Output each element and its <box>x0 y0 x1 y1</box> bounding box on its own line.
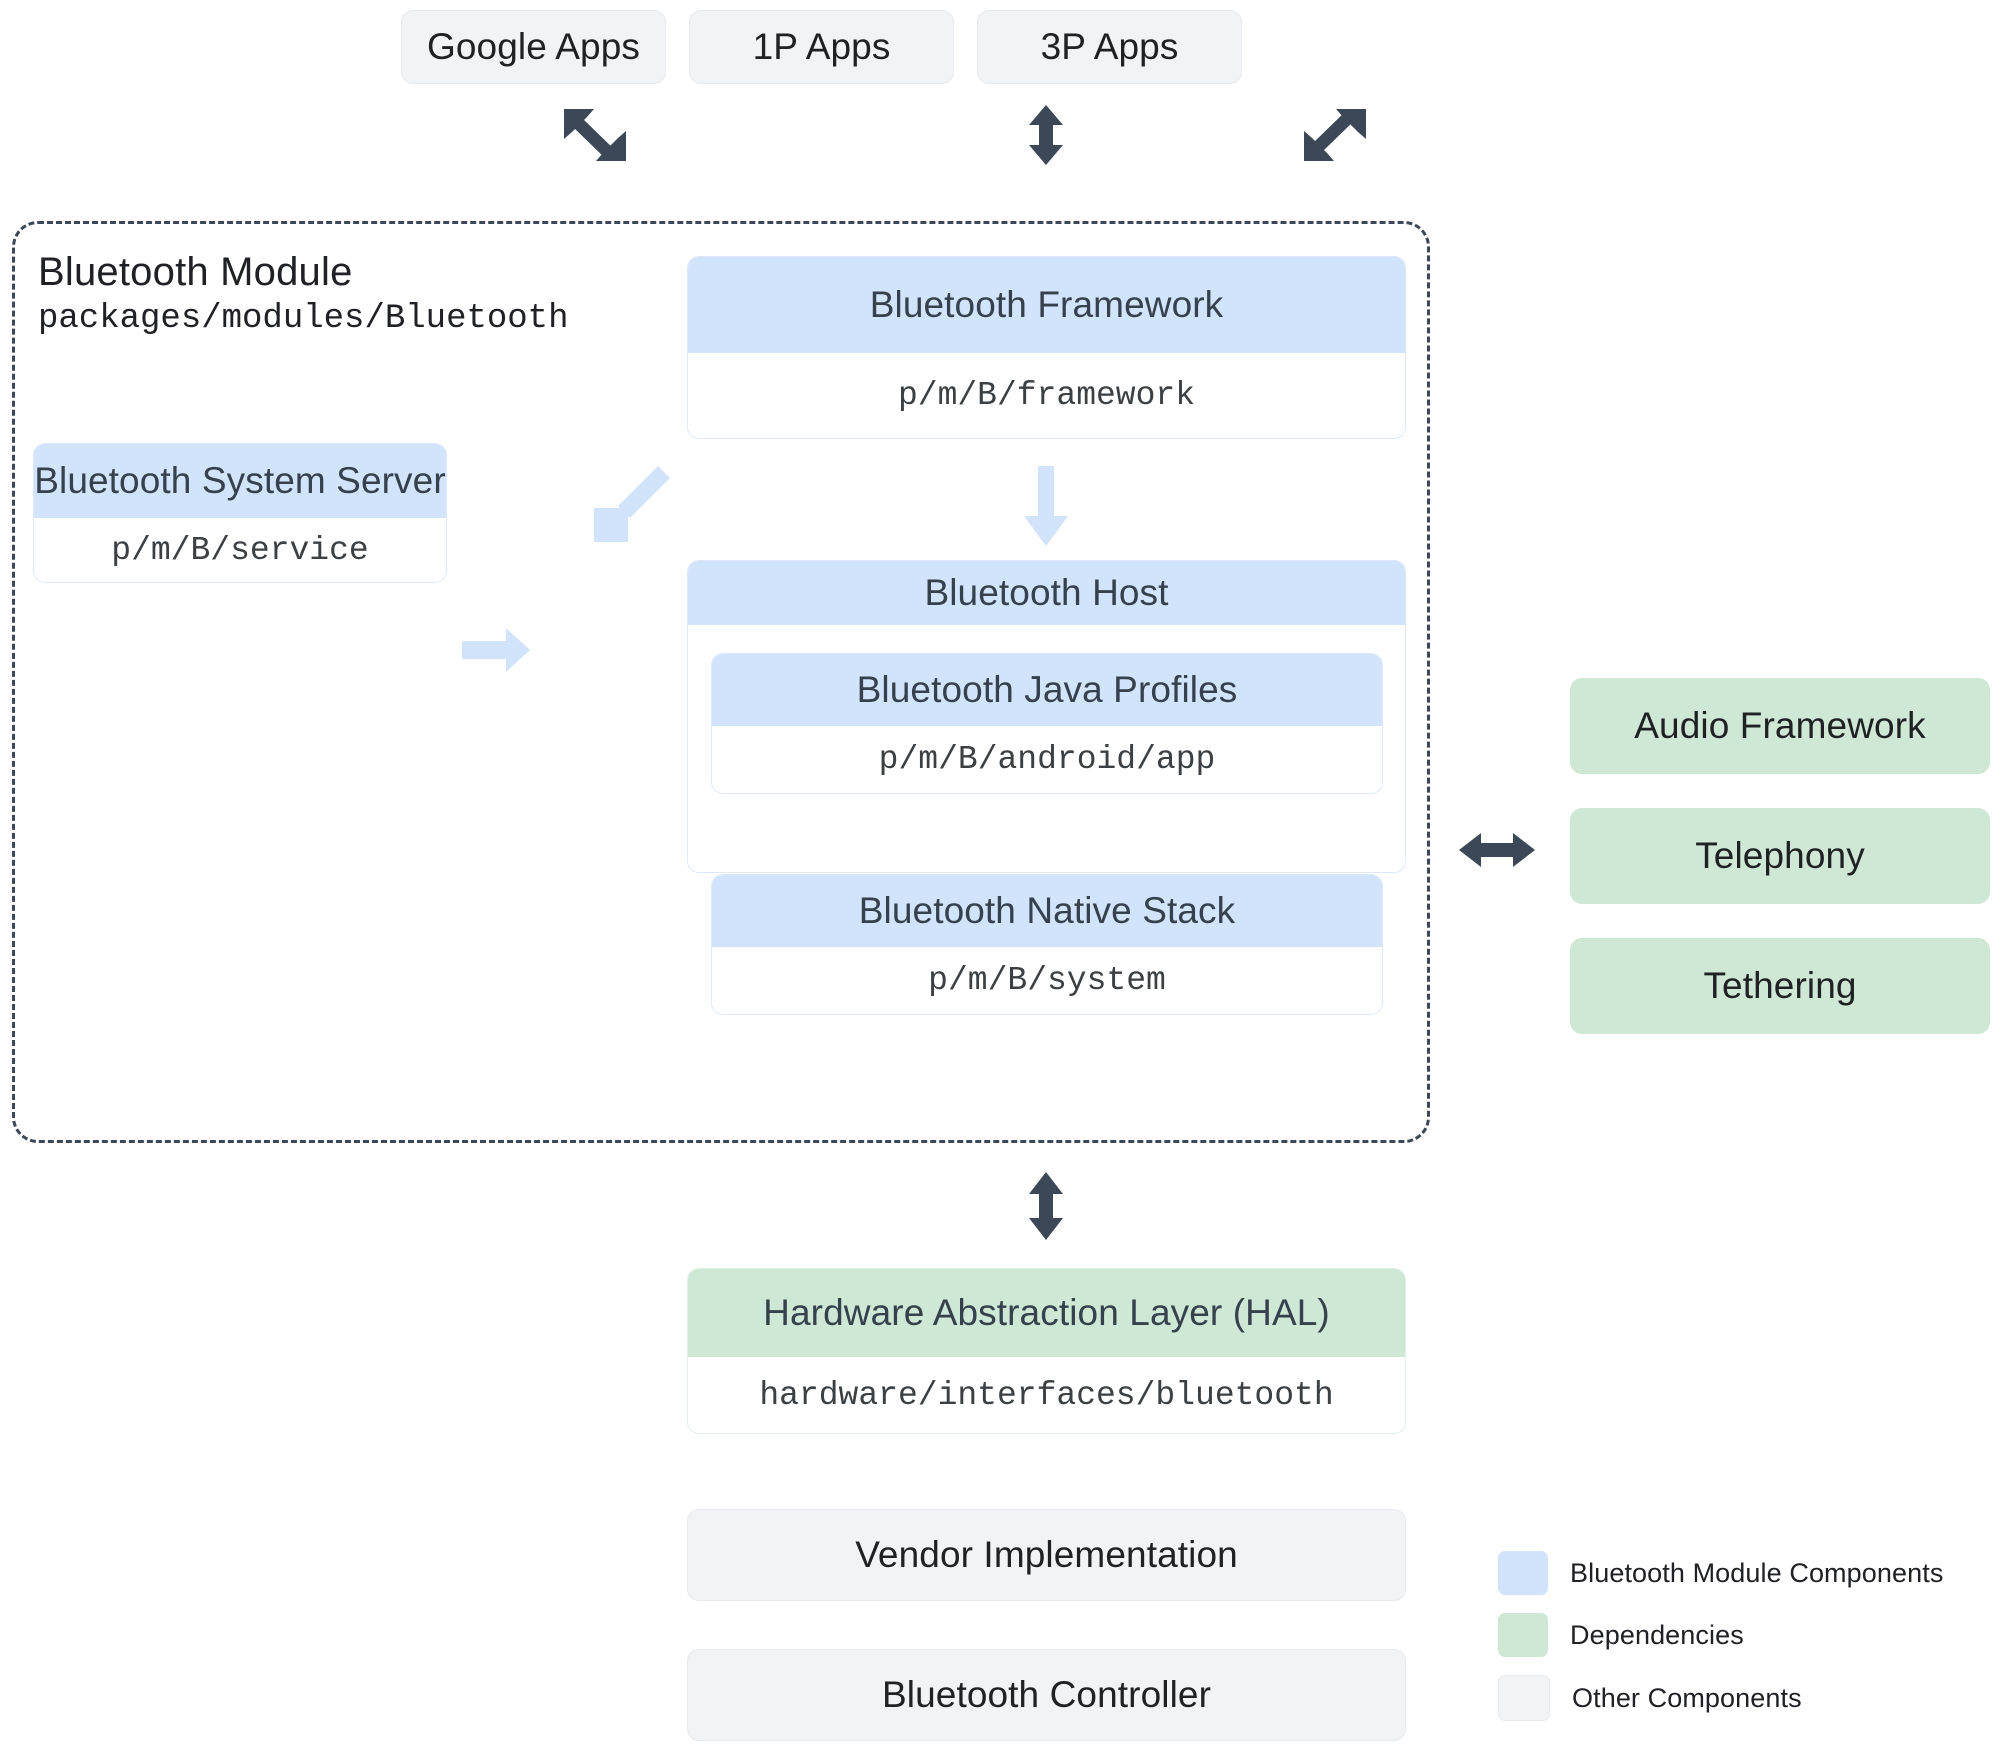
bluetooth-native-stack-path: p/m/B/system <box>712 947 1382 1014</box>
bluetooth-framework-path: p/m/B/framework <box>688 353 1405 438</box>
dependency-box-tethering[interactable]: Tethering <box>1570 938 1990 1034</box>
legend-label: Bluetooth Module Components <box>1570 1557 1944 1588</box>
vendor-implementation-box[interactable]: Vendor Implementation <box>687 1509 1406 1601</box>
app-box-label: 3P Apps <box>1040 26 1179 67</box>
system-server-to-host-arrow <box>462 628 530 672</box>
hal-path: hardware/interfaces/bluetooth <box>688 1357 1405 1433</box>
app-box-1p-apps[interactable]: 1P Apps <box>689 10 954 84</box>
app-box-label: 1P Apps <box>752 26 891 67</box>
google-apps-connector-arrow <box>560 105 630 165</box>
legend-label: Other Components <box>1572 1682 1802 1713</box>
bluetooth-native-stack-title: Bluetooth Native Stack <box>712 875 1382 947</box>
app-box-google-apps[interactable]: Google Apps <box>401 10 666 84</box>
dependency-label: Audio Framework <box>1634 705 1926 746</box>
app-box-label: Google Apps <box>427 26 640 67</box>
hal-title: Hardware Abstraction Layer (HAL) <box>688 1269 1405 1357</box>
bluetooth-host-title: Bluetooth Host <box>688 561 1405 625</box>
dependency-label: Telephony <box>1695 835 1865 876</box>
bluetooth-java-profiles-box[interactable]: Bluetooth Java Profiles p/m/B/android/ap… <box>711 653 1383 794</box>
legend-label: Dependencies <box>1570 1619 1744 1650</box>
legend-item-other-components: Other Components <box>1498 1675 1943 1721</box>
bluetooth-system-server-box[interactable]: Bluetooth System Server p/m/B/service <box>33 443 447 583</box>
legend-swatch-green <box>1498 1613 1548 1657</box>
legend-swatch-grey <box>1498 1675 1550 1721</box>
bluetooth-native-stack-box[interactable]: Bluetooth Native Stack p/m/B/system <box>711 874 1383 1015</box>
host-to-system-server-arrow <box>594 466 670 542</box>
dependency-label: Tethering <box>1703 965 1857 1006</box>
bluetooth-framework-box[interactable]: Bluetooth Framework p/m/B/framework <box>687 256 1406 439</box>
bluetooth-controller-box[interactable]: Bluetooth Controller <box>687 1649 1406 1741</box>
legend: Bluetooth Module Components Dependencies… <box>1498 1551 1943 1721</box>
3p-apps-connector-arrow <box>1300 105 1370 165</box>
hal-box[interactable]: Hardware Abstraction Layer (HAL) hardwar… <box>687 1268 1406 1434</box>
bluetooth-controller-label: Bluetooth Controller <box>881 1674 1212 1715</box>
module-to-hal-arrow <box>1029 1172 1063 1240</box>
bluetooth-system-server-title: Bluetooth System Server <box>34 444 446 518</box>
dependency-box-telephony[interactable]: Telephony <box>1570 808 1990 904</box>
dependency-box-audio-framework[interactable]: Audio Framework <box>1570 678 1990 774</box>
bluetooth-java-profiles-path: p/m/B/android/app <box>712 726 1382 793</box>
legend-swatch-blue <box>1498 1551 1548 1595</box>
legend-item-dependencies: Dependencies <box>1498 1613 1943 1657</box>
module-to-dependencies-arrow <box>1459 833 1535 867</box>
app-box-3p-apps[interactable]: 3P Apps <box>977 10 1242 84</box>
bluetooth-system-server-path: p/m/B/service <box>34 518 446 582</box>
vendor-implementation-label: Vendor Implementation <box>855 1534 1238 1575</box>
bluetooth-module-path: packages/modules/Bluetooth <box>38 300 569 338</box>
bluetooth-framework-title: Bluetooth Framework <box>688 257 1405 353</box>
framework-to-host-arrow <box>1024 466 1068 546</box>
bluetooth-module-container <box>12 221 1430 1143</box>
1p-apps-connector-arrow <box>1029 105 1063 165</box>
bluetooth-module-title: Bluetooth Module <box>38 250 353 294</box>
legend-item-module-components: Bluetooth Module Components <box>1498 1551 1943 1595</box>
bluetooth-java-profiles-title: Bluetooth Java Profiles <box>712 654 1382 726</box>
